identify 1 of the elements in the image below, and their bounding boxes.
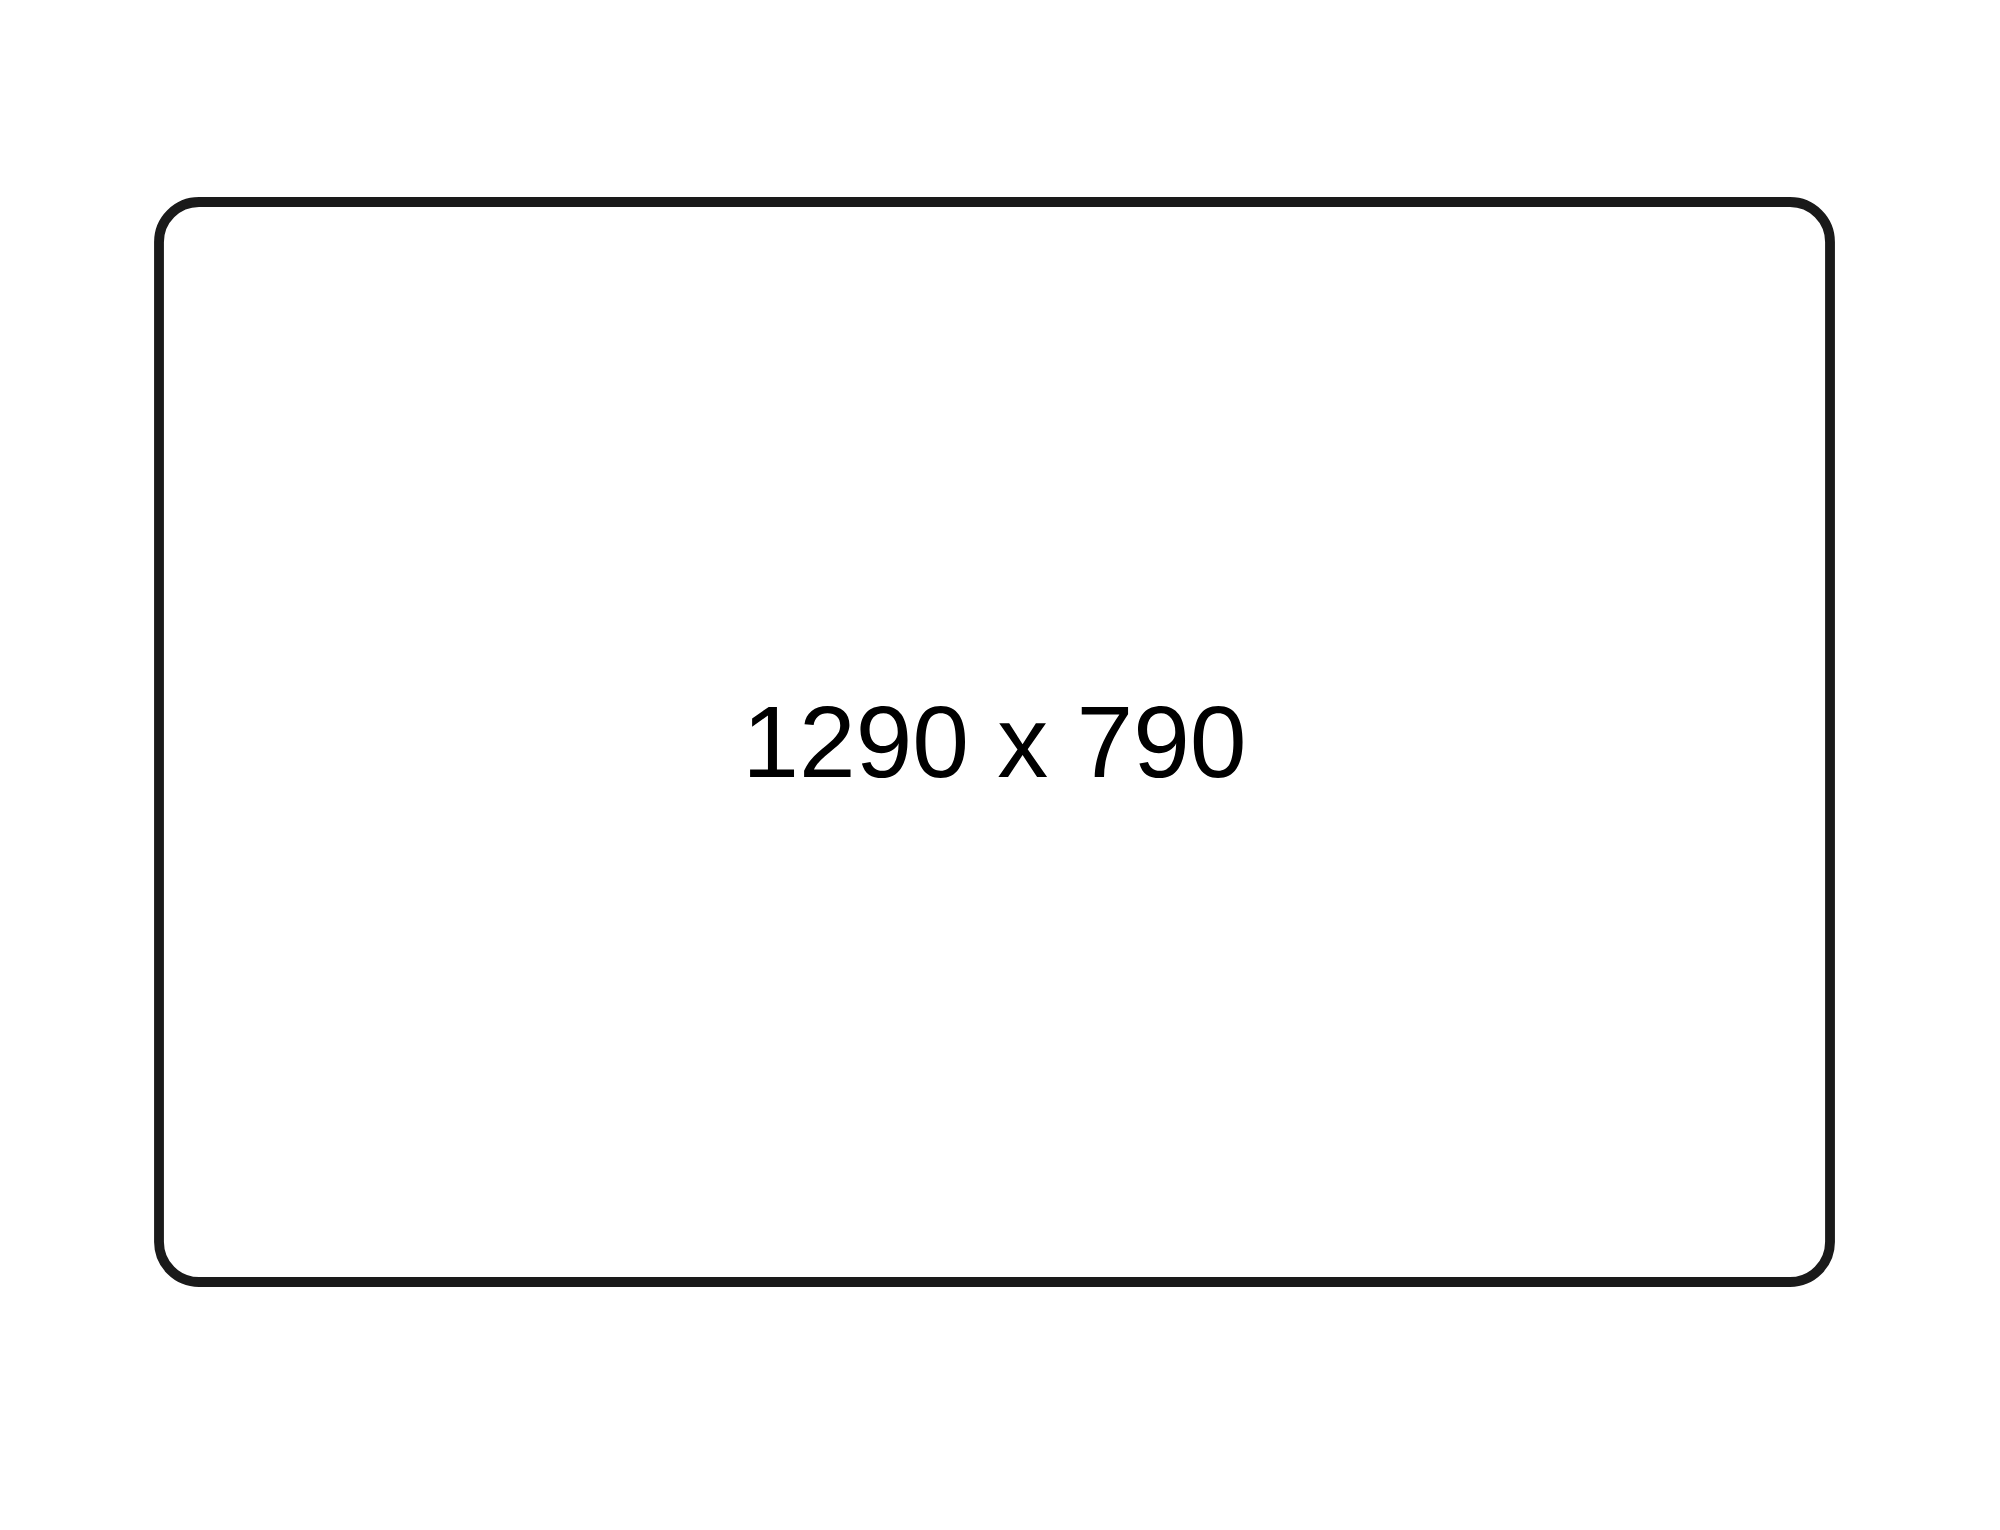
- rounded-box: 1290 x 790: [154, 197, 1835, 1287]
